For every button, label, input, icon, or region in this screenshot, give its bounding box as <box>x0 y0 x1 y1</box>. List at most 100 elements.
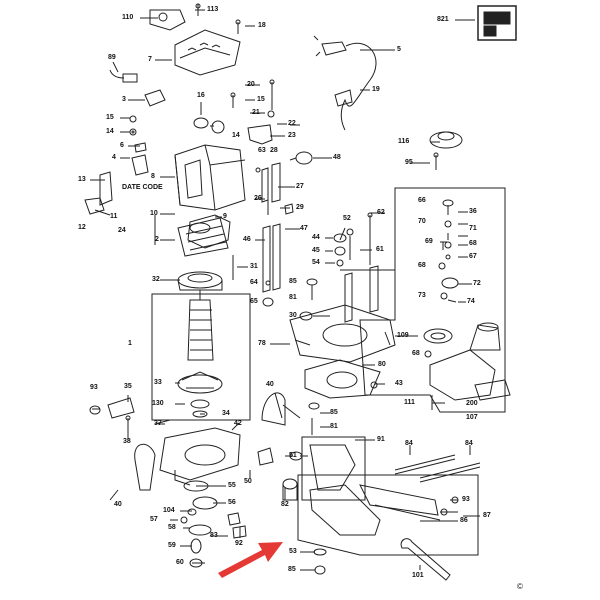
label-10: 10 <box>150 210 158 217</box>
label-57: 57 <box>150 516 158 523</box>
label-44: 44 <box>312 234 320 241</box>
label-5: 5 <box>397 46 401 53</box>
label-91: 91 <box>377 436 385 443</box>
red-arrow <box>218 542 283 578</box>
label-40-b: 40 <box>114 501 122 508</box>
label-26: 26 <box>254 195 262 202</box>
label-70: 70 <box>418 218 426 225</box>
label-19: 19 <box>372 86 380 93</box>
label-35: 35 <box>124 383 132 390</box>
label-58: 58 <box>168 524 176 531</box>
label-69: 69 <box>425 238 433 245</box>
label-821: 821 <box>437 16 449 23</box>
label-42: 42 <box>234 420 242 427</box>
label-56: 56 <box>228 499 236 506</box>
label-48: 48 <box>333 154 341 161</box>
label-14-b: 14 <box>232 132 240 139</box>
label-31: 31 <box>250 263 258 270</box>
label-46: 46 <box>243 236 251 243</box>
label-101: 101 <box>412 572 424 579</box>
label-55: 55 <box>228 482 236 489</box>
label-22: 22 <box>288 120 296 127</box>
label-6: 6 <box>120 142 124 149</box>
label-73: 73 <box>418 292 426 299</box>
label-113: 113 <box>207 6 219 13</box>
label-71: 71 <box>469 225 477 232</box>
label-83: 83 <box>210 532 218 539</box>
label-130: 130 <box>152 400 164 407</box>
label-16: 16 <box>197 92 205 99</box>
label-45: 45 <box>312 247 320 254</box>
label-65: 65 <box>250 298 258 305</box>
label-15: 15 <box>106 114 114 121</box>
label-66: 66 <box>418 197 426 204</box>
label-20: 20 <box>247 81 255 88</box>
label-27: 27 <box>296 183 304 190</box>
label-28: 28 <box>270 147 278 154</box>
label-38: 38 <box>123 438 131 445</box>
label-86: 86 <box>460 517 468 524</box>
label-30: 30 <box>289 312 297 319</box>
label-14: 14 <box>106 128 114 135</box>
label-60: 60 <box>176 559 184 566</box>
label-13: 13 <box>78 176 86 183</box>
label-59: 59 <box>168 542 176 549</box>
label-63: 63 <box>258 147 266 154</box>
label-68-b: 68 <box>418 262 426 269</box>
label-109: 109 <box>397 332 409 339</box>
label-23: 23 <box>288 132 296 139</box>
label-84: 84 <box>405 440 413 447</box>
label-33: 33 <box>154 379 162 386</box>
label-18: 18 <box>258 22 266 29</box>
label-64: 64 <box>250 279 258 286</box>
label-32: 32 <box>152 276 160 283</box>
label-9: 9 <box>223 213 227 220</box>
label-85-b: 85 <box>330 409 338 416</box>
copyright-mark: © <box>517 582 523 591</box>
label-111: 111 <box>404 399 415 406</box>
label-84-b: 84 <box>465 440 473 447</box>
label-34: 34 <box>222 410 230 417</box>
label-51: 51 <box>289 452 297 459</box>
label-40: 40 <box>266 381 274 388</box>
label-82: 82 <box>281 501 289 508</box>
label-200: 200 <box>466 400 478 407</box>
label-81: 81 <box>289 294 297 301</box>
date-code-label: DATE CODE <box>122 184 163 191</box>
label-116: 116 <box>398 138 410 145</box>
label-93-b: 93 <box>462 496 470 503</box>
label-89: 89 <box>108 54 116 61</box>
label-52: 52 <box>343 215 351 222</box>
label-78: 78 <box>258 340 266 347</box>
label-2: 2 <box>155 236 159 243</box>
label-50: 50 <box>244 478 252 485</box>
label-54: 54 <box>312 259 320 266</box>
label-81-b: 81 <box>330 423 338 430</box>
label-47: 47 <box>300 225 308 232</box>
label-110: 110 <box>122 14 134 21</box>
label-29: 29 <box>296 204 304 211</box>
label-11: 11 <box>110 213 118 220</box>
label-37: 37 <box>154 420 162 427</box>
label-92: 92 <box>235 540 243 547</box>
label-74: 74 <box>467 298 475 305</box>
label-4: 4 <box>112 154 116 161</box>
label-36: 36 <box>469 208 477 215</box>
label-21: 21 <box>252 109 260 116</box>
label-72: 72 <box>473 280 481 287</box>
label-107: 107 <box>466 414 478 421</box>
label-53: 53 <box>289 548 297 555</box>
label-85-c: 85 <box>288 566 296 573</box>
label-12: 12 <box>78 224 86 231</box>
label-62: 62 <box>377 209 385 216</box>
label-15-b: 15 <box>257 96 265 103</box>
label-68: 68 <box>469 240 477 247</box>
label-67: 67 <box>469 253 477 260</box>
label-104: 104 <box>163 507 175 514</box>
label-95: 95 <box>405 159 413 166</box>
label-93: 93 <box>90 384 98 391</box>
label-87: 87 <box>483 512 491 519</box>
label-8: 8 <box>151 173 155 180</box>
